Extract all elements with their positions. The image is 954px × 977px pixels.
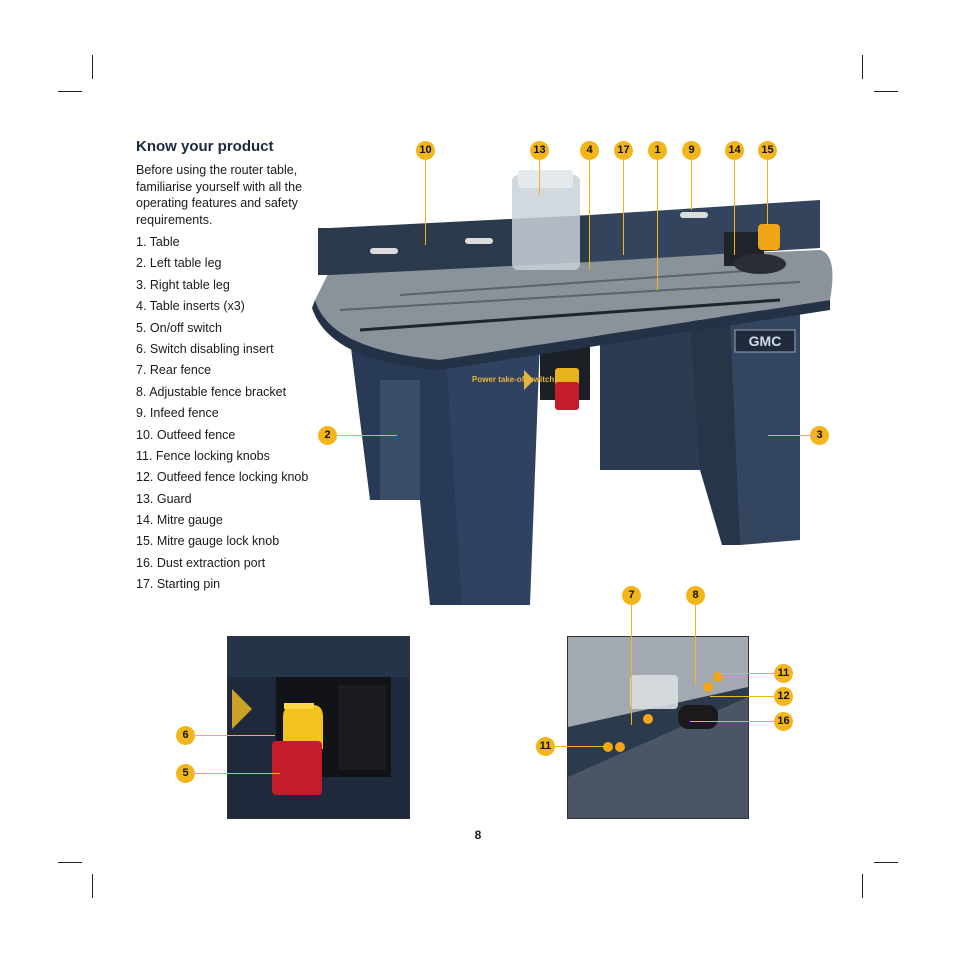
switch-closeup-illustration — [228, 637, 409, 795]
switch-closeup-photo — [227, 636, 410, 819]
callout-15: 15 — [758, 141, 777, 160]
crop-mark — [862, 874, 863, 898]
callout-14: 14 — [725, 141, 744, 160]
callout-5: 5 — [176, 764, 195, 783]
callout-8: 8 — [686, 586, 705, 605]
callout-4: 4 — [580, 141, 599, 160]
callout-17: 17 — [614, 141, 633, 160]
list-item: 17. Starting pin — [136, 577, 221, 592]
callout-11: 11 — [536, 737, 555, 756]
crop-mark — [874, 862, 898, 863]
crop-mark — [92, 55, 93, 79]
leader-line — [555, 746, 607, 747]
crop-mark — [58, 91, 82, 92]
intro-text: Before using the router table, familiari… — [136, 163, 303, 227]
list-item: 6. Switch disabling insert — [136, 341, 274, 356]
crop-mark — [58, 862, 82, 863]
list-item: 12. Outfeed fence locking knob — [136, 470, 309, 485]
crop-mark — [874, 91, 898, 92]
list-item: 1. Table — [136, 235, 180, 249]
leader-line — [734, 160, 735, 255]
callout-7: 7 — [622, 586, 641, 605]
list-item: 10. Outfeed fence — [136, 427, 236, 442]
list-item: 9. Infeed fence — [136, 406, 219, 421]
crop-mark — [92, 874, 93, 898]
leader-line — [589, 160, 590, 270]
leader-line — [690, 721, 774, 722]
callout-11: 11 — [774, 664, 793, 683]
leader-line — [425, 160, 426, 245]
leader-line — [720, 673, 774, 674]
leader-line — [539, 160, 540, 195]
leader-line — [657, 160, 658, 290]
callout-9: 9 — [682, 141, 701, 160]
callout-12: 12 — [774, 687, 793, 706]
parts-list: 1. Table 2. Left table leg 3. Right tabl… — [136, 232, 308, 596]
leader-line — [195, 773, 280, 774]
leader-line — [695, 605, 696, 685]
callout-3: 3 — [810, 426, 829, 445]
fence-closeup-photo — [567, 636, 749, 819]
callout-13: 13 — [530, 141, 549, 160]
leader-line — [631, 605, 632, 725]
list-item: 13. Guard — [136, 491, 192, 506]
list-item: 16. Dust extraction port — [136, 555, 266, 570]
leader-line — [710, 696, 774, 697]
page-number: 8 — [474, 828, 482, 842]
leader-line — [691, 160, 692, 210]
list-item: 14. Mitre gauge — [136, 513, 223, 528]
list-item: 11. Fence locking knobs — [136, 448, 270, 463]
callout-10: 10 — [416, 141, 435, 160]
list-item: 4. Table inserts (x3) — [136, 299, 245, 314]
fence-closeup-illustration — [568, 637, 748, 818]
leader-line — [337, 435, 397, 436]
list-item: 3. Right table leg — [136, 277, 230, 292]
leader-line — [195, 735, 275, 736]
section-title: Know your product — [136, 138, 274, 155]
leader-line — [767, 160, 768, 225]
list-item: 15. Mitre gauge lock knob — [136, 534, 280, 549]
callout-1: 1 — [648, 141, 667, 160]
brand-logo-text: GMC — [749, 333, 782, 349]
callout-6: 6 — [176, 726, 195, 745]
callout-16: 16 — [774, 712, 793, 731]
list-item: 7. Rear fence — [136, 363, 212, 378]
power-take-off-label: Power take-off switch — [472, 375, 554, 384]
router-table-illustration: GMC Power take-off switch — [312, 170, 833, 605]
list-item: 5. On/off switch — [136, 320, 222, 335]
leader-line — [768, 435, 810, 436]
callout-2: 2 — [318, 426, 337, 445]
list-item: 2. Left table leg — [136, 256, 222, 271]
leader-line — [623, 160, 624, 255]
crop-mark — [862, 55, 863, 79]
list-item: 8. Adjustable fence bracket — [136, 384, 287, 399]
